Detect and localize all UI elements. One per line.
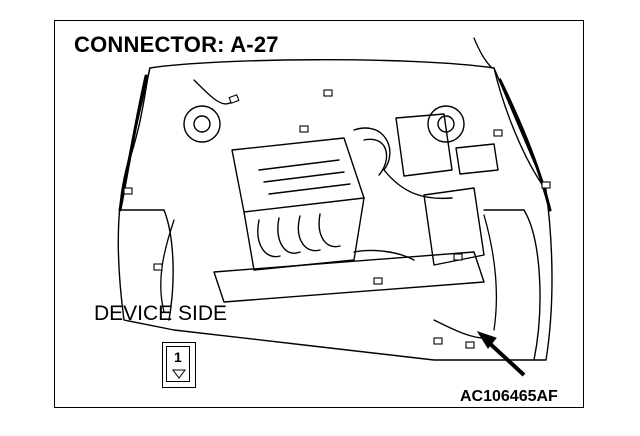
connector-cavity: 1 [166, 346, 190, 382]
air-cleaner [423, 187, 485, 266]
lock-triangle-icon [172, 369, 186, 379]
right-harness [498, 78, 552, 212]
right-fender [483, 67, 547, 361]
left-strut-tower [183, 105, 221, 143]
figure-code: AC106465AF [460, 388, 558, 406]
left-harness [118, 74, 148, 212]
engine-bay-illustration [117, 37, 553, 377]
figure-frame [54, 20, 584, 408]
engine-cover [231, 137, 365, 213]
target-connector-a27 [465, 341, 475, 349]
pointer-arrow-icon [476, 331, 526, 377]
engine-bay-outline [117, 59, 553, 361]
pin-number: 1 [174, 349, 182, 365]
device-side-label: DEVICE SIDE [94, 302, 228, 325]
battery [395, 113, 453, 177]
air-intake-hose [353, 127, 453, 200]
figure-code-suffix: AF [536, 388, 558, 405]
connector-title: CONNECTOR: A-27 [74, 32, 279, 57]
connector-face-diagram: 1 [162, 342, 196, 388]
intake-runners [257, 213, 341, 258]
figure-code-number: AC106465 [460, 388, 537, 405]
right-strut-tower [427, 105, 465, 143]
